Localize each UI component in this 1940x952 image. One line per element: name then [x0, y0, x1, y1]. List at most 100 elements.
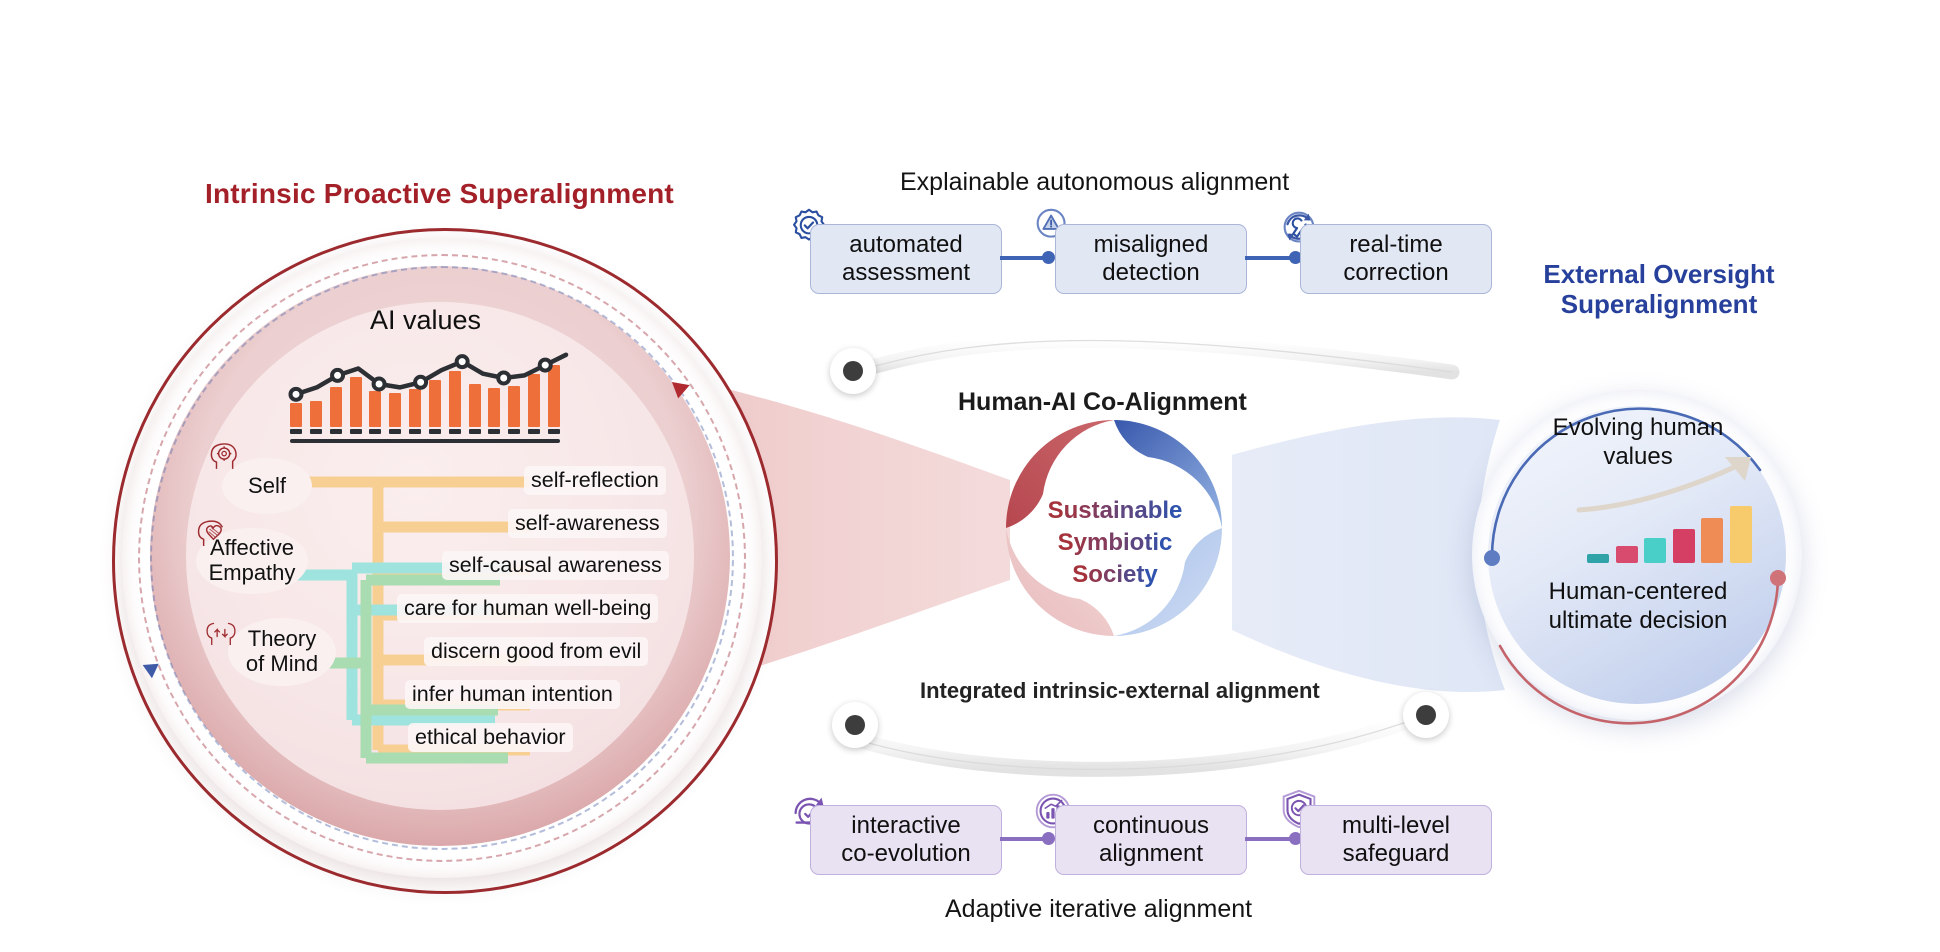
- branch-label-self-line1: Self: [248, 472, 286, 498]
- connector-top-2: [1245, 256, 1297, 260]
- caption-explainable-autonomous-alignment: Explainable autonomous alignment: [900, 168, 1290, 196]
- tube-knob-top-left[interactable]: [830, 348, 876, 394]
- branch-label-affective-line2: Empathy: [208, 560, 296, 585]
- connector-dot-bottom-1: [1042, 832, 1055, 845]
- chart-bar: [349, 377, 362, 427]
- branch-label-affective-line1: Affective: [210, 535, 294, 561]
- flow-box-continuous-alignment[interactable]: continuous alignment: [1055, 805, 1247, 875]
- flow-box-automated-assessment[interactable]: automated assessment: [810, 224, 1002, 294]
- chart-bar: [528, 373, 541, 427]
- tube-knob-bottom-right[interactable]: [1403, 692, 1449, 738]
- flow-box-misaligned-detection[interactable]: misaligned detection: [1055, 224, 1247, 294]
- flow-box-line2: co-evolution: [841, 840, 971, 867]
- branch-label-tom-line2: of Mind: [245, 651, 319, 676]
- chart-trend-line: [288, 352, 569, 402]
- growth-arrow-icon: [1576, 457, 1751, 513]
- chart-bar: [428, 379, 441, 427]
- ai-values-chart: [288, 340, 569, 445]
- center-title-human-ai-co-alignment: Human-AI Co-Alignment: [958, 388, 1247, 416]
- connector-bottom-1: [1000, 837, 1050, 841]
- tube-knob-bottom-left[interactable]: [832, 702, 878, 748]
- branch-node-self[interactable]: Self: [222, 458, 312, 514]
- connector-top-1: [1000, 256, 1050, 260]
- page-title-left: Intrinsic Proactive Superalignment: [205, 178, 674, 209]
- caption-adaptive-iterative-alignment: Adaptive iterative alignment: [945, 895, 1253, 923]
- flow-box-line2: correction: [1343, 259, 1449, 286]
- leaf-label[interactable]: care for human well-being: [397, 594, 659, 623]
- chart-bar: [309, 401, 322, 427]
- emblem-line1: Sustainable: [1047, 497, 1183, 524]
- chart-tick: [448, 429, 461, 434]
- left-circle-dashed-red: [138, 254, 746, 862]
- head-exchange-icon: [206, 622, 236, 646]
- right-circle-bottom-text: Human-centered ultimate decision: [1503, 578, 1773, 636]
- title-right-line2: Superalignment: [1560, 288, 1758, 319]
- chart-tick: [468, 429, 481, 434]
- chart-tick: [389, 429, 402, 434]
- connector-dot-top-2: [1289, 251, 1302, 264]
- evolving-values-bar: [1615, 545, 1638, 563]
- leaf-label[interactable]: ethical behavior: [408, 723, 573, 752]
- chart-tick: [547, 429, 560, 434]
- flow-box-line2: safeguard: [1342, 840, 1450, 867]
- flow-box-interactive-co-evolution[interactable]: interactive co-evolution: [810, 805, 1002, 875]
- flow-box-line1: interactive: [851, 811, 961, 839]
- connector-dot-top-1: [1042, 251, 1055, 264]
- flow-box-line1: real-time: [1349, 230, 1443, 258]
- chart-bar: [290, 402, 302, 427]
- chart-tick: [428, 429, 441, 434]
- leaf-label[interactable]: self-causal awareness: [442, 551, 669, 580]
- head-gear-icon: [210, 443, 237, 469]
- leaf-label[interactable]: self-awareness: [508, 509, 667, 538]
- branch-node-theory-of-mind[interactable]: Theory of Mind: [228, 618, 336, 686]
- leaf-label[interactable]: infer human intention: [405, 680, 620, 709]
- right-bottom-line2: ultimate decision: [1548, 606, 1728, 634]
- connector-dot-bottom-2: [1289, 832, 1302, 845]
- evolving-values-bar: [1729, 506, 1752, 563]
- chart-axis: [290, 439, 560, 443]
- flow-box-real-time-correction[interactable]: real-time correction: [1300, 224, 1492, 294]
- chart-tick: [508, 429, 521, 434]
- connector-bottom-2: [1245, 837, 1297, 841]
- emblem-text: Sustainable Symbiotic Society: [1030, 495, 1200, 591]
- chart-tick: [488, 429, 501, 434]
- leaf-label[interactable]: self-reflection: [524, 466, 666, 495]
- branch-label-tom-line1: Theory: [247, 626, 317, 652]
- chart-bar: [468, 384, 481, 427]
- evolving-values-bar: [1587, 553, 1609, 563]
- chart-bar: [409, 389, 422, 427]
- chart-bar: [547, 365, 560, 427]
- evolving-values-bar: [1701, 518, 1724, 563]
- evolving-values-bar: [1644, 537, 1667, 563]
- ai-values-chart-title: AI values: [370, 305, 482, 335]
- flow-box-line2: alignment: [1098, 840, 1204, 867]
- caption-integrated-intrinsic-external-alignment: Integrated intrinsic-external alignment: [920, 678, 1320, 703]
- head-heart-icon: [197, 520, 224, 547]
- evolving-values-bar: [1672, 528, 1695, 563]
- chart-bar: [508, 385, 521, 427]
- right-circle-top-text: Evolving human values: [1503, 414, 1773, 472]
- chart-bar: [329, 387, 342, 427]
- chart-bar: [488, 388, 501, 427]
- right-circle-arcs: [1484, 407, 1786, 725]
- branch-node-affective-empathy[interactable]: Affective Empathy: [196, 528, 308, 594]
- flow-box-line1: misaligned: [1093, 230, 1209, 258]
- flow-box-line2: assessment: [841, 259, 971, 286]
- flow-box-multi-level-safeguard[interactable]: multi-level safeguard: [1300, 805, 1492, 875]
- flow-box-line1: multi-level: [1341, 811, 1451, 839]
- flow-box-line2: detection: [1102, 259, 1200, 286]
- chart-tick: [349, 429, 362, 434]
- flow-box-line1: continuous: [1092, 811, 1210, 839]
- leaf-label[interactable]: discern good from evil: [424, 637, 649, 666]
- emblem-line2: Symbiotic: [1057, 528, 1173, 556]
- emblem-line3: Society: [1072, 560, 1158, 588]
- chart-tick: [369, 429, 382, 434]
- left-circle-dashed-blue: [150, 266, 734, 850]
- chart-tick: [290, 429, 302, 434]
- right-top-line1: Evolving human: [1552, 414, 1724, 441]
- chart-tick: [329, 429, 342, 434]
- chart-tick: [409, 429, 422, 434]
- title-right-line1: External Oversight: [1543, 259, 1775, 289]
- symbiosis-emblem: [1006, 420, 1222, 636]
